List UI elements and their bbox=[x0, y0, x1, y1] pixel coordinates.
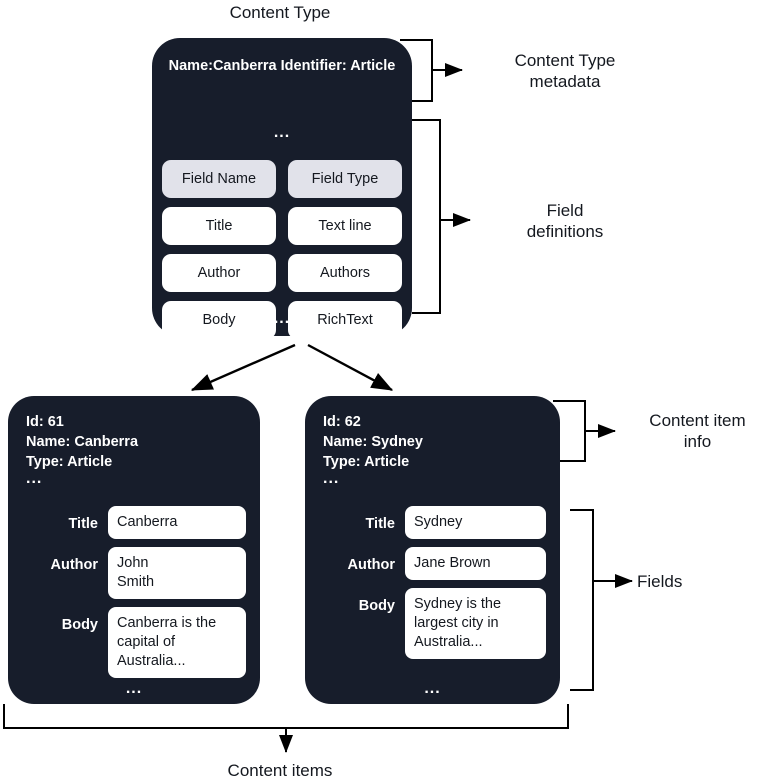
annotation-content-type-metadata: Content Type metadata bbox=[514, 51, 616, 91]
field-type-cell: RichText bbox=[288, 301, 402, 339]
content-item-card: Id: 61 Name: Canberra Type: Article ... … bbox=[8, 396, 260, 704]
field-name-cell: Author bbox=[162, 254, 276, 292]
content-item-card: Id: 62 Name: Sydney Type: Article ... Ti… bbox=[305, 396, 560, 704]
content-item-field-value: Sydney is the largest city in Australia.… bbox=[405, 588, 546, 659]
content-item-field-label: Author bbox=[50, 557, 98, 573]
field-table-row: Body RichText bbox=[162, 301, 402, 339]
bracket-field-definitions bbox=[412, 119, 471, 314]
bracket-content-items bbox=[3, 704, 569, 753]
content-item-field-row: Author Jane Brown bbox=[319, 547, 546, 580]
content-item-field-value: John Smith bbox=[108, 547, 246, 599]
content-item-bottom-ellipsis: ... bbox=[125, 680, 143, 697]
field-type-header: Field Type bbox=[288, 160, 402, 198]
content-item-field-label: Body bbox=[61, 617, 98, 633]
content-item-field-row: Title Canberra bbox=[22, 506, 246, 539]
content-item-field-value: Canberra is the capital of Australia... bbox=[108, 607, 246, 678]
content-item-field-row: Body Sydney is the largest city in Austr… bbox=[319, 588, 546, 659]
content-item-info-text: Id: 62 Name: Sydney Type: Article bbox=[323, 414, 423, 470]
content-type-card: Name:Canberra Identifier: Article ... Fi… bbox=[152, 38, 412, 339]
content-item-field-row: Author John Smith bbox=[22, 547, 246, 599]
content-item-info-ellipsis: ... bbox=[26, 470, 43, 487]
content-item-field-row: Body Canberra is the capital of Australi… bbox=[22, 607, 246, 678]
arrow-to-content-item-2 bbox=[307, 343, 394, 392]
field-name-cell: Title bbox=[162, 207, 276, 245]
annotation-field-definitions: Field definitions bbox=[526, 201, 604, 241]
page-title: Content Type bbox=[229, 3, 331, 22]
field-table-row: Author Authors bbox=[162, 254, 402, 292]
content-type-metadata-ellipsis: ... bbox=[273, 124, 291, 141]
field-name-header: Field Name bbox=[162, 160, 276, 198]
content-item-field-value: Jane Brown bbox=[405, 547, 546, 580]
field-definition-table: Field Name Field Type Title Text line Au… bbox=[162, 160, 402, 339]
field-table-row: Title Text line bbox=[162, 207, 402, 245]
content-item-field-value: Sydney bbox=[405, 506, 546, 539]
bracket-fields bbox=[570, 509, 633, 691]
content-item-field-label: Title bbox=[365, 516, 395, 532]
content-item-fields: Title Sydney Author Jane Brown Body Sydn… bbox=[319, 506, 546, 659]
field-table-header-row: Field Name Field Type bbox=[162, 160, 402, 198]
annotation-fields: Fields bbox=[637, 572, 683, 591]
content-item-field-label: Author bbox=[347, 557, 395, 573]
field-type-cell: Text line bbox=[288, 207, 402, 245]
content-item-fields: Title Canberra Author John Smith Body Ca… bbox=[22, 506, 246, 678]
content-item-field-value: Canberra bbox=[108, 506, 246, 539]
content-item-info-ellipsis: ... bbox=[323, 470, 340, 487]
content-item-field-label: Body bbox=[358, 598, 395, 614]
bracket-content-item-info bbox=[553, 400, 616, 462]
annotation-content-item-info: Content item info bbox=[649, 411, 746, 451]
footer-title: Content items bbox=[227, 761, 333, 780]
content-item-info-text: Id: 61 Name: Canberra Type: Article bbox=[26, 414, 139, 470]
arrow-to-content-item-1 bbox=[190, 343, 296, 392]
content-item-field-row: Title Sydney bbox=[319, 506, 546, 539]
content-type-metadata-text: Name:Canberra Identifier: Article bbox=[168, 58, 396, 74]
field-type-cell: Authors bbox=[288, 254, 402, 292]
content-type-bottom-ellipsis: ... bbox=[273, 310, 291, 327]
content-item-field-label: Title bbox=[68, 516, 98, 532]
content-item-bottom-ellipsis: ... bbox=[424, 680, 441, 697]
field-name-cell: Body bbox=[162, 301, 276, 339]
